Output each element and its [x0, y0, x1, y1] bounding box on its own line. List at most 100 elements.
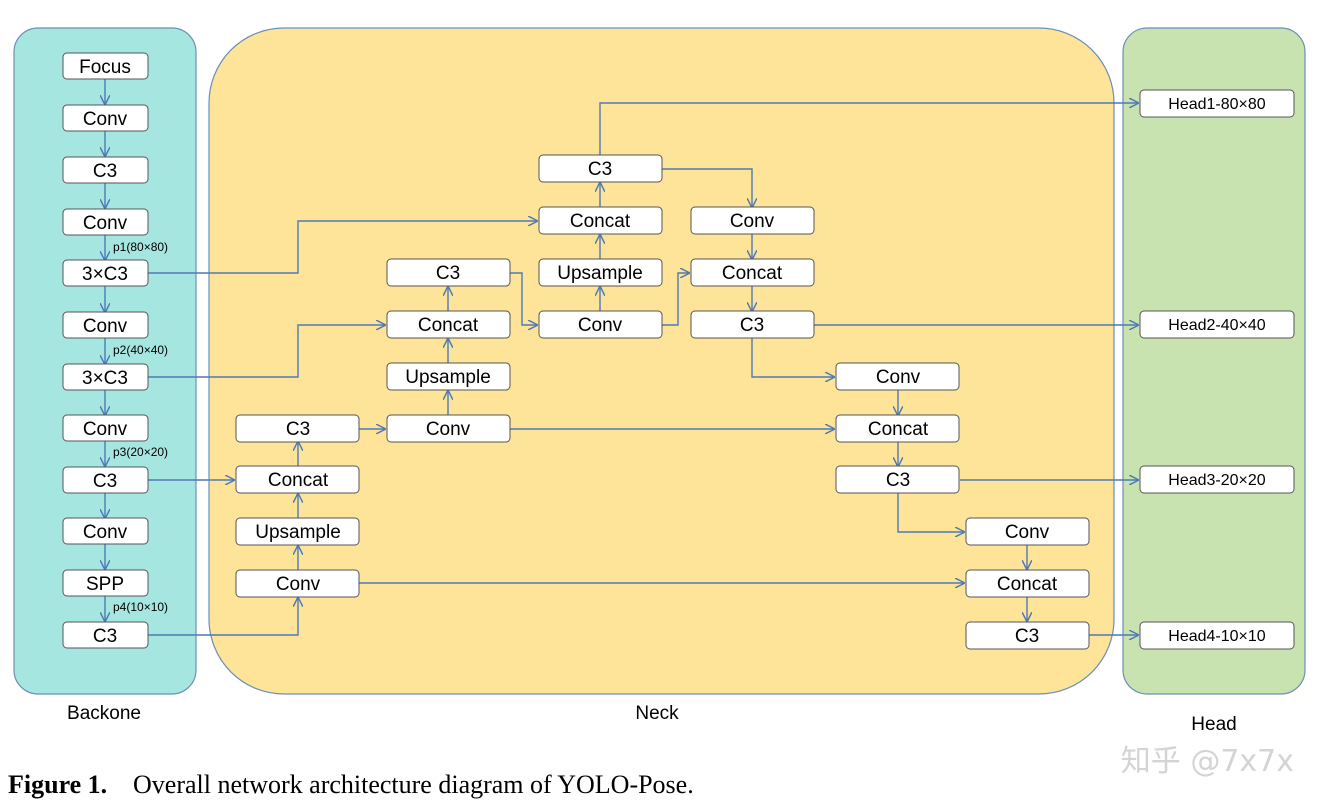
node-upsample: Upsample: [538, 258, 663, 287]
node-upsample-label: Upsample: [255, 522, 341, 543]
node-upsample-label: Upsample: [405, 367, 491, 388]
p2-label: p2(40×40): [113, 343, 168, 357]
node-head1: Head1-80×80: [1139, 89, 1295, 118]
head4-label: Head4-10×10: [1168, 628, 1266, 645]
edge-p2-col2-concat: [148, 325, 385, 378]
node-conv: Conv: [538, 310, 663, 339]
node-conv-label: Conv: [83, 109, 128, 130]
head1-label: Head1-80×80: [1168, 96, 1266, 113]
neck-panel: [208, 27, 1115, 695]
p3-label: p3(20×20): [113, 445, 168, 459]
node-c3: C3: [835, 465, 960, 494]
node-conv: Conv: [62, 311, 149, 339]
edges: [105, 79, 1138, 635]
edge-col3-c3-head1: [599, 103, 1138, 155]
node-c3-label: C3: [588, 159, 612, 180]
head-nodes: Head1-80×80 Head2-40×40 Head3-20×20 Head…: [1139, 89, 1295, 650]
node-upsample: Upsample: [386, 362, 511, 391]
node-concat: Concat: [835, 414, 960, 443]
node-c3: C3: [386, 258, 511, 287]
node-focus: Focus: [62, 52, 149, 80]
head-section-label: Head: [1191, 714, 1236, 735]
node-concat-label: Concat: [997, 574, 1058, 595]
node-conv-label: Conv: [83, 316, 128, 337]
node-upsample: Upsample: [235, 517, 360, 546]
node-conv: Conv: [690, 206, 815, 235]
node-conv-label: Conv: [578, 315, 623, 336]
node-c3-label: C3: [436, 263, 460, 284]
node-c3-label: C3: [93, 161, 117, 182]
node-conv-label: Conv: [876, 367, 921, 388]
node-concat: Concat: [690, 258, 815, 287]
node-concat-label: Concat: [268, 470, 329, 491]
node-head2: Head2-40×40: [1139, 310, 1295, 339]
edge-c3-to-col1-conv: [148, 598, 298, 636]
node-c3: C3: [965, 621, 1090, 650]
backbone-section-label: Backone: [67, 703, 141, 724]
node-concat-label: Concat: [570, 211, 631, 232]
node-conv: Conv: [835, 362, 960, 391]
node-conv: Conv: [62, 414, 149, 442]
node-c3: C3: [690, 310, 815, 339]
node-concat-label: Concat: [868, 419, 929, 440]
node-concat: Concat: [235, 465, 360, 494]
node-c3: C3: [62, 466, 149, 494]
node-conv: Conv: [235, 569, 360, 598]
node-conv-label: Conv: [83, 522, 128, 543]
node-3c3-label: 3×C3: [82, 264, 128, 285]
node-conv-label: Conv: [276, 574, 321, 595]
node-conv: Conv: [62, 104, 149, 132]
node-conv: Conv: [386, 414, 511, 443]
head-panel: [1122, 27, 1306, 695]
p4-label: p4(10×10): [113, 600, 168, 614]
node-upsample-label: Upsample: [557, 263, 643, 284]
node-c3-label: C3: [286, 419, 310, 440]
node-conv-label: Conv: [83, 213, 128, 234]
node-concat: Concat: [386, 310, 511, 339]
caption-bold: Figure 1.: [8, 770, 107, 799]
node-conv-label: Conv: [426, 419, 471, 440]
node-spp-label: SPP: [86, 574, 124, 595]
node-3c3: 3×C3: [62, 363, 149, 391]
edge-col5-c3-col6-conv: [897, 493, 964, 532]
node-3c3: 3×C3: [62, 259, 149, 287]
edge-col2-c3-col3-conv: [510, 272, 537, 325]
figure-caption: Figure 1. Overall network architecture d…: [8, 770, 694, 799]
head3-label: Head3-20×20: [1168, 472, 1266, 489]
backbone-nodes: Focus Conv C3 Conv 3×C3 Conv 3×C3 Conv C…: [62, 52, 149, 649]
node-c3: C3: [235, 414, 360, 443]
node-c3-label: C3: [93, 471, 117, 492]
node-c3-label: C3: [740, 315, 764, 336]
node-conv-label: Conv: [83, 419, 128, 440]
node-3c3-label: 3×C3: [82, 368, 128, 389]
watermark: 知乎 @7x7x: [1121, 744, 1294, 779]
edge-col3-conv-col4-concat: [662, 273, 689, 326]
node-conv: Conv: [62, 208, 149, 236]
node-concat-label: Concat: [418, 315, 479, 336]
node-concat: Concat: [538, 206, 663, 235]
edge-p1-col3-concat: [148, 221, 537, 274]
neck-section-label: Neck: [635, 703, 679, 724]
node-c3-label: C3: [886, 470, 910, 491]
node-conv-label: Conv: [1005, 522, 1050, 543]
node-c3: C3: [62, 156, 149, 184]
node-c3-label: C3: [1015, 626, 1039, 647]
edge-col4-c3-col5-conv: [751, 338, 834, 377]
p1-label: p1(80×80): [113, 240, 168, 254]
head2-label: Head2-40×40: [1168, 317, 1266, 334]
node-c3: C3: [62, 621, 149, 649]
node-c3: C3: [538, 154, 663, 183]
node-concat-label: Concat: [722, 263, 783, 284]
node-c3-label: C3: [93, 626, 117, 647]
node-conv: Conv: [62, 517, 149, 545]
node-spp: SPP: [62, 569, 149, 597]
node-focus-label: Focus: [79, 57, 131, 78]
node-conv-label: Conv: [730, 211, 775, 232]
node-concat: Concat: [965, 569, 1090, 598]
node-head3: Head3-20×20: [1139, 465, 1295, 494]
caption-text: Overall network architecture diagram of …: [133, 770, 694, 799]
node-conv: Conv: [965, 517, 1090, 546]
edge-col3-c3-col4-conv: [662, 168, 752, 207]
neck-nodes: Conv Upsample Concat C3 Conv Upsample Co…: [235, 154, 1090, 650]
